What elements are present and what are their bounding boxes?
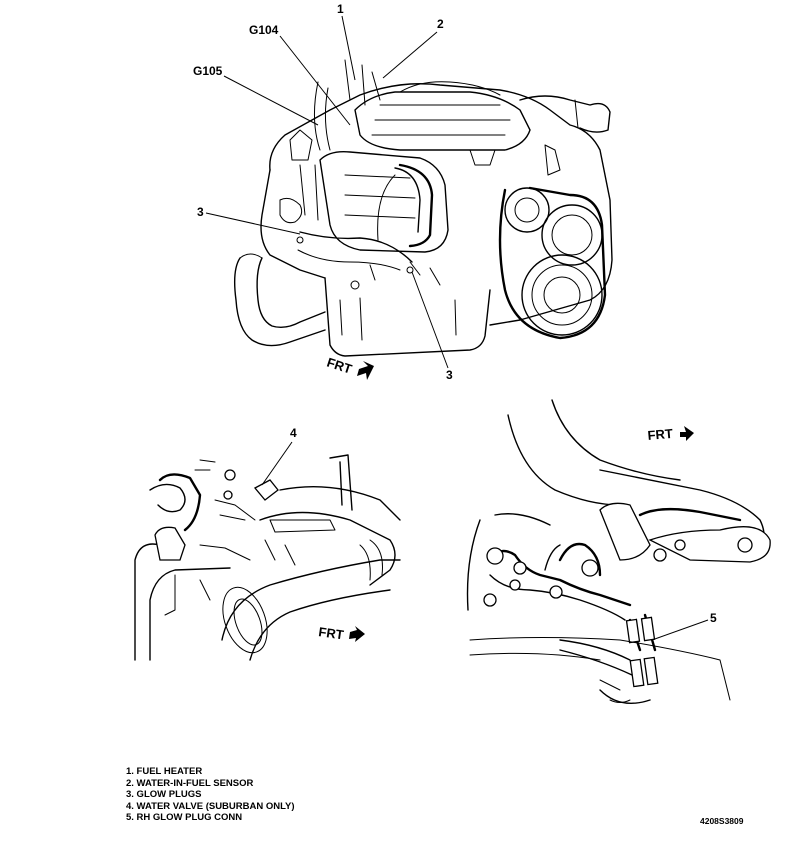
callout-2: 2 [437, 17, 444, 31]
figure-code: 4208S3809 [700, 816, 744, 826]
rh-glow-plug-detail: 5 [466, 399, 771, 704]
callout-g105: G105 [193, 64, 223, 78]
callout-3-upper: 3 [197, 205, 204, 219]
callout-g104: G104 [249, 23, 279, 37]
engine-illustration [233, 59, 613, 357]
callout-1: 1 [337, 2, 344, 16]
legend-item-water-in-fuel-sensor: 2. WATER-IN-FUEL SENSOR [126, 777, 254, 789]
legend-item-fuel-heater: 1. FUEL HEATER [126, 766, 203, 777]
frt-indicator-right-detail: FRT [647, 426, 694, 443]
frt-indicator-left-detail: FRT [318, 624, 365, 642]
frt-label-right-detail: FRT [647, 426, 674, 443]
callout-5: 5 [710, 611, 717, 625]
legend-item-rh-glow-plug-conn: 5. RH GLOW PLUG CONN [126, 812, 243, 823]
legend-item-glow-plugs: 3. GLOW PLUGS [126, 789, 202, 800]
frt-label-left-detail: FRT [318, 624, 345, 642]
frt-arrow-engine [357, 361, 374, 380]
frt-indicator-engine: FRT [325, 355, 374, 380]
water-valve-detail: 4 [134, 426, 401, 661]
callout-3-lower: 3 [446, 368, 453, 382]
legend-item-water-valve: 4. WATER VALVE (SUBURBAN ONLY) [126, 800, 295, 812]
engine-callouts: 1 2 G104 G105 3 3 [193, 2, 453, 382]
frt-label-engine: FRT [325, 355, 354, 377]
frt-arrow-right-detail [680, 426, 694, 441]
legend: 1. FUEL HEATER 2. WATER-IN-FUEL SENSOR 3… [126, 766, 295, 824]
frt-arrow-left-detail [349, 626, 365, 642]
callout-4: 4 [290, 426, 297, 440]
